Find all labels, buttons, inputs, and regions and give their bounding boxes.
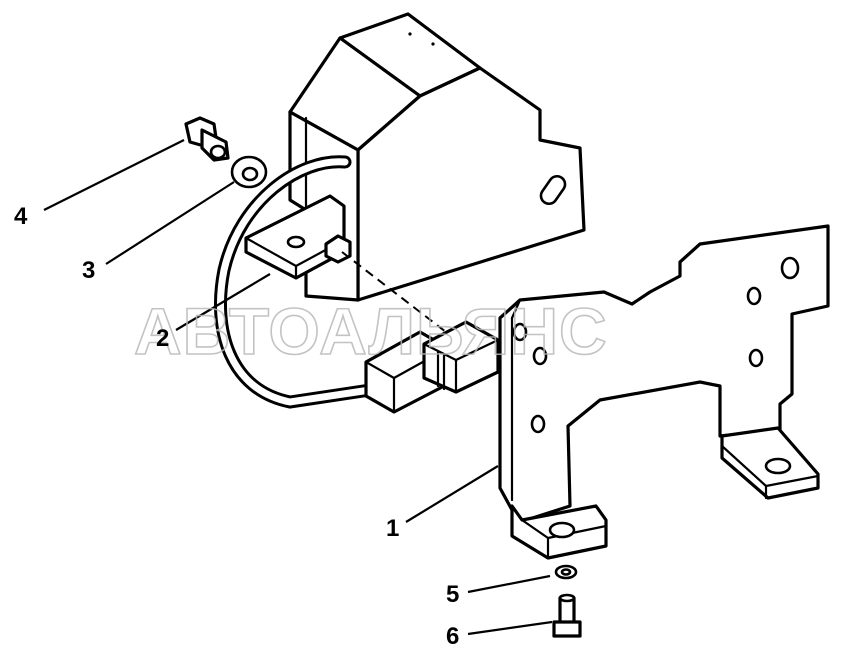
callout-3: 3 xyxy=(82,257,95,284)
washer-5 xyxy=(554,564,578,580)
leader-lines xyxy=(43,139,553,636)
watermark-text: АВТОАЛЬЯНС xyxy=(134,294,608,368)
washer-3 xyxy=(230,155,268,189)
callout-2: 2 xyxy=(156,325,169,352)
wire-harness xyxy=(214,155,377,409)
mounting-tab xyxy=(244,194,352,280)
electrical-connector xyxy=(364,320,500,414)
main-bracket xyxy=(498,224,830,560)
callout-6: 6 xyxy=(446,623,459,650)
bolt-6 xyxy=(552,593,582,638)
callout-5: 5 xyxy=(446,581,459,608)
alignment-line xyxy=(341,251,499,373)
bolt-4 xyxy=(184,116,230,162)
callout-4: 4 xyxy=(14,203,28,230)
callout-1: 1 xyxy=(386,515,399,542)
